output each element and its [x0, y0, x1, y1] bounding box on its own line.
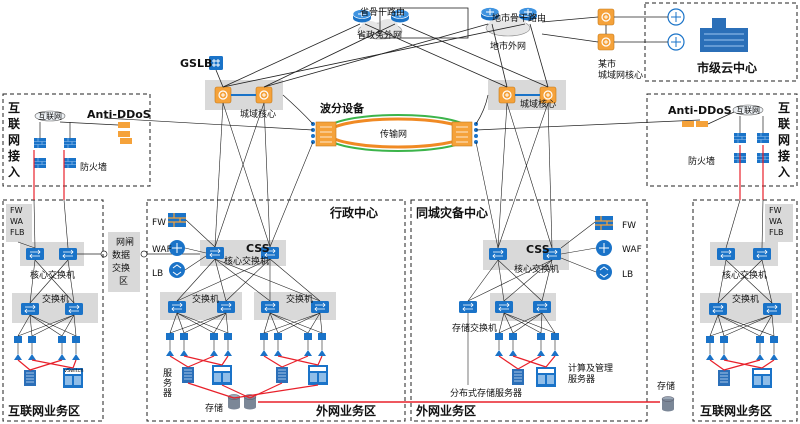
- city-cloud-label: 市级云中心: [697, 60, 757, 75]
- city-metro-core: 某市 城域网核心: [541, 8, 643, 81]
- svg-text:接: 接: [778, 148, 790, 163]
- internet-access-left: 互 联 网 接 入 互联网 Anti-DDoS 防火墙: [2, 93, 151, 187]
- gslb: GSLB: [180, 55, 224, 71]
- transport-ring: 波分设备 传输网: [311, 101, 478, 152]
- svg-text:联: 联: [778, 117, 790, 131]
- svg-text:FLB: FLB: [769, 228, 784, 237]
- core-downlinks: [214, 102, 553, 249]
- internet-access-right: 互 联 网 接 入 互联网 Anti-DDoS 防火墙: [646, 93, 798, 187]
- svg-text:WA: WA: [10, 217, 23, 226]
- dr-center-label: 同城灾备中心: [416, 205, 488, 220]
- gateway-exchange-zone: 网闸 数据 交换 区: [77, 232, 203, 292]
- city-extranet-label: 地市外网: [490, 40, 526, 52]
- svg-text:服务器: 服务器: [568, 373, 595, 385]
- metro-core-right-label: 城域核心: [520, 98, 556, 110]
- svg-text:WAF: WAF: [152, 245, 172, 255]
- firewall-left-label: 防火墙: [80, 161, 107, 173]
- internet-cloud-right-label: 互联网: [736, 106, 760, 115]
- city-backbone-label: 地市骨干路由: [492, 12, 546, 24]
- extranet-zone-left-label: 外网业务区: [316, 403, 376, 418]
- svg-text:入: 入: [778, 165, 790, 179]
- svg-text:入: 入: [8, 165, 20, 179]
- svg-text:网: 网: [8, 133, 20, 147]
- internet-zone-left: FW WA FLB 核心交换机 交换机 vSwitch 互联网业务区: [2, 150, 104, 422]
- core-switch-admin-label: 核心交换机: [224, 255, 269, 267]
- city-core-note-line2: 城域网核心: [598, 69, 643, 81]
- svg-text:FW: FW: [622, 221, 636, 231]
- firewall-right-label: 防火墙: [688, 155, 715, 167]
- svg-text:器: 器: [163, 388, 172, 399]
- switch-right-label: 交换机: [732, 293, 759, 305]
- admin-center: 行政中心 FW WAF LB CSS 核心交换机 交换机 交换机: [146, 199, 406, 422]
- svg-text:数据: 数据: [112, 249, 130, 261]
- storage-switch-label: 存储交换机: [452, 322, 497, 334]
- svg-text:联: 联: [8, 117, 20, 131]
- transport-label: 传输网: [380, 128, 407, 140]
- wdm-label: 波分设备: [320, 101, 365, 115]
- core-switch-right-label: 核心交换机: [722, 269, 767, 281]
- anti-ddos-right-label: Anti-DDoS: [668, 104, 732, 117]
- admin-center-label: 行政中心: [329, 205, 378, 220]
- gslb-label: GSLB: [180, 57, 212, 70]
- svg-text:网: 网: [778, 133, 790, 147]
- switch-left-label: 交换机: [42, 293, 69, 305]
- svg-text:FW: FW: [152, 218, 166, 228]
- storage-right-label: 存储: [657, 380, 675, 392]
- anti-ddos-left-label: Anti-DDoS: [87, 108, 151, 121]
- svg-text:互: 互: [778, 101, 790, 115]
- svg-text:网闸: 网闸: [116, 237, 134, 248]
- svg-text:FW: FW: [10, 206, 23, 215]
- svg-text:接: 接: [8, 148, 20, 163]
- metro-core-left: 城域核心: [205, 80, 283, 120]
- cross-site-storage: 存储: [258, 380, 675, 412]
- internet-cloud-left-label: 互联网: [38, 112, 62, 121]
- internet-access-left-label-1: 互: [8, 101, 20, 115]
- provincial-backbone-label: 省骨干路由: [360, 6, 405, 18]
- city-cloud-center: 市级云中心: [614, 2, 798, 82]
- svg-text:WA: WA: [769, 217, 782, 226]
- svg-text:FLB: FLB: [10, 228, 25, 237]
- svg-text:LB: LB: [622, 270, 633, 280]
- css-admin-label: CSS: [246, 242, 270, 255]
- core-switch-left-label: 核心交换机: [30, 269, 75, 281]
- wdm-links: [103, 94, 701, 131]
- css-dr-label: CSS: [526, 243, 550, 256]
- svg-text:vSwitch: vSwitch: [64, 368, 84, 374]
- svg-text:WAF: WAF: [622, 245, 642, 255]
- internet-zone-right: FW WA FLB 核心交换机 交换机 互联网业务区: [692, 145, 798, 422]
- svg-text:区: 区: [119, 276, 128, 287]
- uplink-lines: [215, 23, 549, 88]
- metro-core-left-label: 城域核心: [240, 108, 276, 120]
- svg-text:交换: 交换: [112, 262, 130, 274]
- internet-zone-right-label: 互联网业务区: [700, 403, 772, 418]
- dist-storage-label: 分布式存储服务器: [450, 387, 522, 399]
- extranet-zone-right-label: 外网业务区: [416, 403, 476, 418]
- svg-text:服: 服: [163, 368, 172, 379]
- core-switch-dr-label: 核心交换机: [514, 263, 559, 275]
- svg-text:交换机: 交换机: [286, 293, 313, 305]
- svg-text:务: 务: [163, 377, 172, 389]
- svg-text:计算及管理: 计算及管理: [568, 362, 613, 374]
- svg-text:FW: FW: [769, 206, 782, 215]
- internet-zone-left-label: 互联网业务区: [8, 403, 80, 418]
- dr-center: 同城灾备中心 CSS 核心交换机 FW WAF LB 存储交换机 计算及管理: [410, 199, 648, 422]
- city-backbone: 地市骨干路由 地市外网: [480, 7, 546, 52]
- svg-text:LB: LB: [152, 269, 163, 279]
- city-core-note-line1: 某市: [598, 58, 616, 70]
- svg-text:交换机: 交换机: [192, 293, 219, 305]
- metro-core-right: 城域核心: [488, 80, 566, 110]
- provincial-backbone: 省骨干路由 省政务外网: [352, 6, 410, 41]
- storage-admin-label: 存储: [205, 402, 223, 414]
